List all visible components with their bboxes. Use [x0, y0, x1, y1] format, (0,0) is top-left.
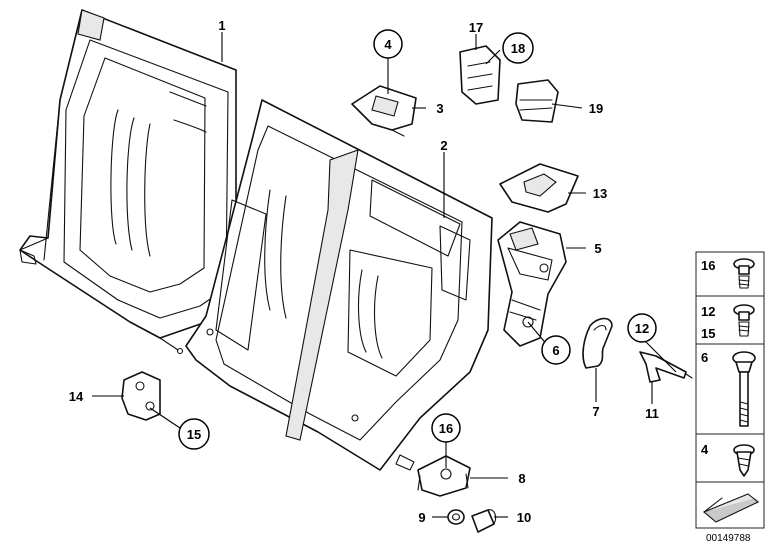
callout-17: 17 — [469, 20, 483, 35]
callout-13: 13 — [593, 186, 607, 201]
leader-lines — [92, 32, 677, 518]
part-1-backrest-frame-left — [19, 9, 237, 355]
part-9-washer — [447, 509, 465, 525]
callout-14: 14 — [69, 389, 84, 404]
part-13-trim-cover — [499, 163, 579, 213]
legend-label-4: 4 — [701, 442, 709, 457]
fastener-legend: 16 12 15 6 4 — [695, 251, 765, 529]
screw-icon-row1 — [733, 258, 755, 289]
part-8-bracket — [417, 455, 471, 497]
callout-8: 8 — [518, 471, 525, 486]
callout-7: 7 — [592, 404, 599, 419]
callout-3: 3 — [436, 101, 443, 116]
part-5-latch-mechanism — [497, 221, 567, 347]
legend-label-12: 12 — [701, 304, 715, 319]
callout-1: 1 — [218, 18, 225, 33]
callout-15: 15 — [187, 427, 201, 442]
part-10-bolt — [471, 509, 497, 533]
callout-19: 19 — [589, 101, 603, 116]
callout-6-circle: 6 — [541, 335, 571, 365]
callout-16-circle: 16 — [431, 413, 461, 443]
callout-5: 5 — [594, 241, 601, 256]
screw-icon-row2 — [733, 304, 755, 337]
document-number: 00149788 — [706, 533, 751, 544]
callout-12-circle: 12 — [627, 313, 657, 343]
callout-18-circle: 18 — [502, 32, 534, 64]
callout-2: 2 — [440, 138, 447, 153]
part-2-backrest-frame-center — [185, 99, 493, 471]
callout-18: 18 — [511, 41, 525, 56]
callout-9: 9 — [418, 510, 425, 525]
legend-label-6: 6 — [701, 350, 708, 365]
part-19-cover-plate — [515, 79, 559, 123]
callout-4: 4 — [384, 37, 392, 52]
part-17-hinge-plate — [459, 45, 501, 105]
legend-label-16: 16 — [701, 258, 715, 273]
callout-labels: 1 2 3 5 7 8 9 10 11 13 14 17 19 4 6 12 1… — [69, 18, 659, 525]
screw-icon-row4 — [733, 444, 755, 477]
part-11-cable-holder — [639, 351, 693, 383]
callout-4-circle: 4 — [373, 29, 403, 59]
callout-6: 6 — [552, 343, 559, 358]
callout-10: 10 — [517, 510, 531, 525]
arrow-icon — [702, 493, 760, 523]
bolt-icon-row3 — [732, 351, 756, 427]
callout-15-circle: 15 — [178, 418, 210, 450]
callout-12: 12 — [635, 321, 649, 336]
part-14-bracket — [121, 371, 161, 421]
callout-11: 11 — [645, 406, 659, 421]
part-3-trim-cover — [351, 85, 417, 137]
part-7-clip — [582, 317, 613, 369]
callout-16: 16 — [439, 421, 453, 436]
legend-label-15: 15 — [701, 326, 715, 341]
